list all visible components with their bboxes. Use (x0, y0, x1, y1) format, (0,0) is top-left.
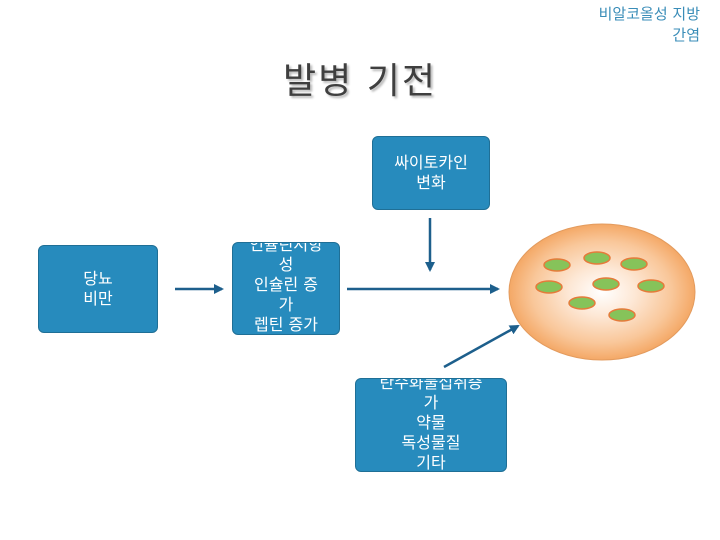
arrow-carb-to-liver (443, 324, 520, 369)
box-text-line: 당뇨 (83, 269, 113, 288)
cytokine-change-box: 싸이토카인 변화 (372, 136, 490, 210)
box-text-line: 비만 (83, 289, 113, 308)
box-text-line: 인슐린 증 (254, 275, 318, 294)
fat-droplet (543, 258, 571, 272)
insulin-resistance-box: 인슐린저항 성 인슐린 증 가 렙틴 증가 (232, 242, 340, 335)
box-text-line: 인슐린저항 (249, 242, 323, 254)
box-text-line: 기타 (416, 453, 446, 472)
box-text-line: 싸이토카인 (394, 153, 468, 172)
fatty-liver-illustration (508, 223, 696, 361)
fat-droplet (637, 279, 665, 293)
fat-droplet (620, 257, 648, 271)
corner-title-line-1: 비알코올성 지방 (598, 5, 700, 23)
liver-cell (508, 223, 696, 361)
fat-droplet (568, 296, 596, 310)
box-text-line: 가 (423, 393, 439, 412)
fat-droplet (592, 277, 620, 291)
slide-corner-title: 비알코올성 지방 간염 (540, 4, 700, 46)
carbohydrate-intake-box: 탄수화물섭취증 가 약물 독성물질 기타 (355, 378, 507, 472)
box-text-line: 약물 (416, 413, 446, 432)
box-text-line: 렙틴 증가 (254, 315, 318, 334)
corner-title-line-2: 간염 (672, 26, 700, 44)
box-text-line: 성 (278, 255, 294, 274)
diabetes-obesity-box: 당뇨 비만 (38, 245, 158, 333)
box-text-line: 독성물질 (401, 433, 461, 452)
fat-droplet (608, 308, 636, 322)
box-text-line: 가 (278, 295, 294, 314)
box-text-line: 변화 (416, 173, 446, 192)
fat-droplet (535, 280, 563, 294)
slide-title: 발병 기전 (283, 61, 437, 102)
box-text-line: 탄수화물섭취증 (379, 378, 483, 392)
fat-droplet (583, 251, 611, 265)
